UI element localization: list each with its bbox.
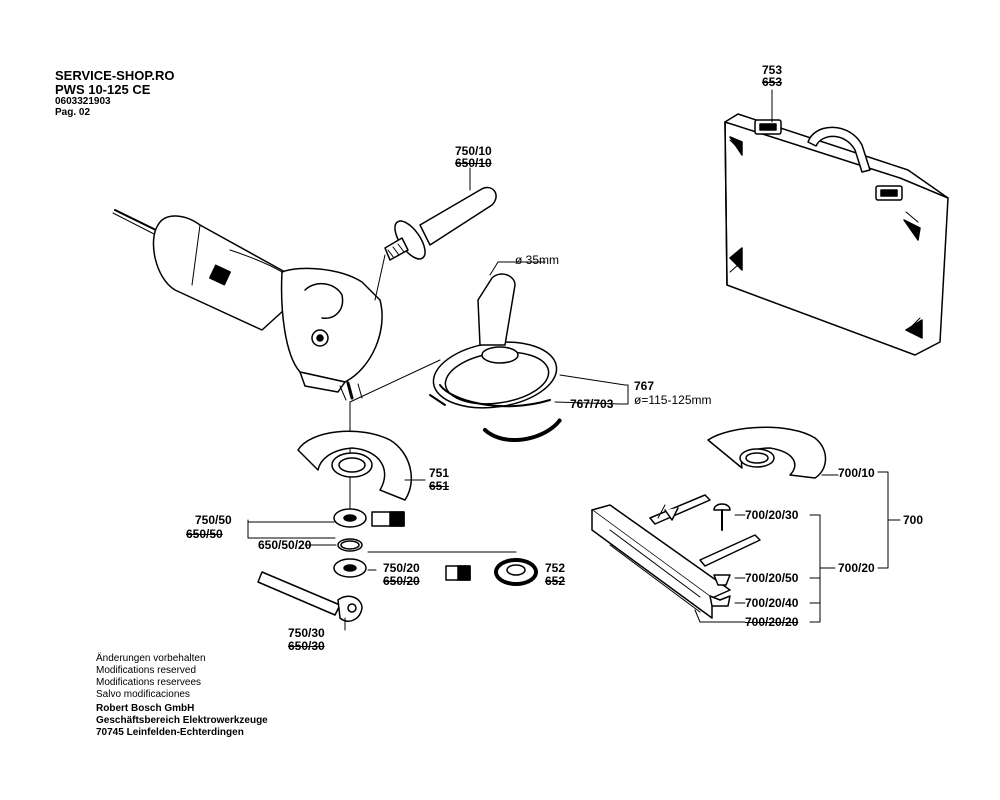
- carrying-case-drawing: [724, 89, 949, 356]
- callout-nut-new: 750/20: [383, 561, 420, 575]
- callout-dust-diameter: ø 35mm: [515, 253, 560, 267]
- callout-hood-767: 767: [634, 379, 655, 393]
- protection-guard-drawing: [297, 430, 426, 501]
- callout-flange-old: 650/50: [186, 527, 223, 541]
- callout-guide-700: 700: [903, 513, 924, 527]
- callout-case-old: 653: [762, 75, 783, 89]
- footer-company: Robert Bosch GmbH: [96, 703, 195, 714]
- dust-hood-drawing: [429, 261, 629, 443]
- callout-case-new: 753: [762, 63, 783, 77]
- callout-spanner-old: 650/30: [288, 639, 325, 653]
- callout-guide-700-20: 700/20: [838, 561, 875, 575]
- callout-flange-new: 750/50: [195, 513, 232, 527]
- callout-handle-new: 750/10: [455, 144, 492, 158]
- callout-hood-range: ø=115-125mm: [634, 393, 712, 407]
- callout-hood-767-703: 767/703: [570, 397, 614, 411]
- callout-spanner-new: 750/30: [288, 626, 325, 640]
- callout-handle-old: 650/10: [455, 156, 492, 170]
- callout-quicknut-new: 752: [545, 561, 566, 575]
- footer-line-2: Modifications reserved: [96, 665, 197, 676]
- callout-guard-new: 751: [429, 466, 450, 480]
- auxiliary-handle-drawing: [384, 167, 497, 261]
- callout-guard-old: 651: [429, 479, 450, 493]
- footer-line-1: Änderungen vorbehalten: [96, 653, 206, 664]
- callout-quicknut-old: 652: [545, 574, 566, 588]
- footer-address: 70745 Leinfelden-Echterdingen: [96, 727, 244, 738]
- callout-guide-700-20-30: 700/20/30: [745, 508, 799, 522]
- footer-line-3: Modifications reservees: [96, 677, 202, 688]
- part-number: 0603321903: [55, 96, 111, 107]
- shop-name: SERVICE-SHOP.RO: [55, 68, 175, 83]
- footer-division: Geschäftsbereich Elektrowerkzeuge: [96, 715, 268, 726]
- callout-guide-700-20-50: 700/20/50: [745, 571, 799, 585]
- callout-nut-old: 650/20: [383, 574, 420, 588]
- spanner-drawing: [257, 571, 363, 631]
- page-number: Pag. 02: [55, 107, 91, 118]
- cutting-guide-drawing: [591, 426, 901, 623]
- callout-oring: 650/50/20: [258, 538, 312, 552]
- callout-guide-700-20-40: 700/20/40: [745, 596, 799, 610]
- angle-grinder-drawing: [112, 209, 441, 521]
- callout-guide-700-20-20: 700/20/20: [745, 615, 799, 629]
- model-name: PWS 10-125 CE: [55, 82, 151, 97]
- footer-line-4: Salvo modificaciones: [96, 689, 190, 700]
- flange-parts-drawing: [247, 508, 538, 586]
- callout-guide-700-10: 700/10: [838, 466, 875, 480]
